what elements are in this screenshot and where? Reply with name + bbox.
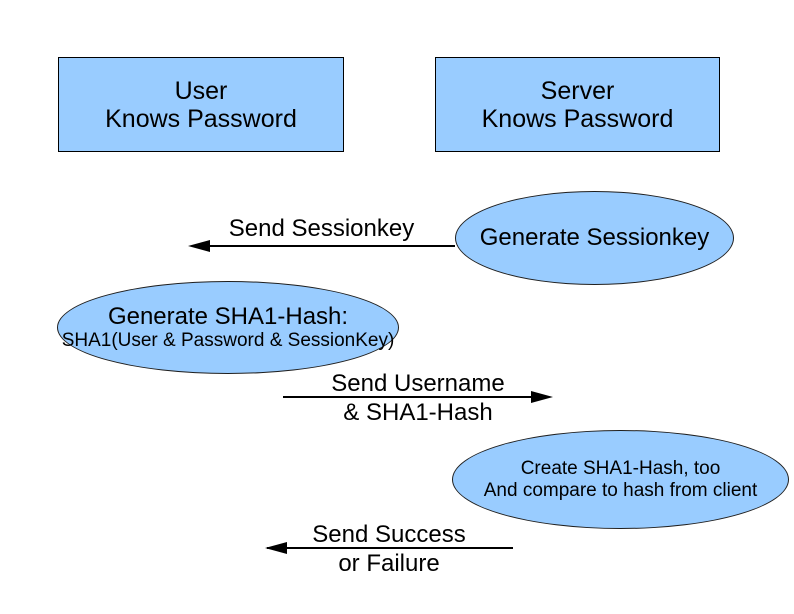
send-result-arrow-line	[267, 547, 513, 549]
server-actor-title: Server	[540, 76, 615, 105]
arrowhead-left-icon	[188, 240, 210, 252]
generate-sessionkey-text: Generate Sessionkey	[479, 224, 710, 251]
server-actor-subtitle: Knows Password	[481, 104, 674, 133]
server-actor-box: Server Knows Password	[435, 57, 720, 152]
create-sha1-hash-line2: And compare to hash from client	[483, 479, 758, 501]
send-username-label-line2: & SHA1-Hash	[343, 399, 493, 426]
generate-sha1-hash-title: Generate SHA1-Hash:	[107, 302, 349, 330]
send-sessionkey-arrow-line	[196, 245, 455, 247]
generate-sha1-hash-ellipse: Generate SHA1-Hash: SHA1(User & Password…	[57, 281, 399, 374]
arrowhead-right-icon	[531, 391, 553, 403]
send-username-label-line1: Send Username	[331, 370, 505, 397]
send-sessionkey-label: Send Sessionkey	[228, 215, 415, 242]
arrowhead-left-icon	[265, 542, 287, 554]
user-actor-subtitle: Knows Password	[105, 104, 297, 133]
send-result-label-line1: Send Success	[312, 521, 466, 548]
generate-sha1-hash-formula: SHA1(User & Password & SessionKey)	[61, 329, 395, 351]
user-actor-title: User	[174, 76, 228, 105]
create-sha1-hash-line1: Create SHA1-Hash, too	[520, 457, 721, 479]
send-result-label-line2: or Failure	[338, 550, 440, 577]
generate-sessionkey-ellipse: Generate Sessionkey	[455, 191, 734, 285]
create-sha1-hash-ellipse: Create SHA1-Hash, too And compare to has…	[452, 430, 789, 529]
send-username-arrow-line	[283, 396, 533, 398]
user-actor-box: User Knows Password	[58, 57, 344, 152]
